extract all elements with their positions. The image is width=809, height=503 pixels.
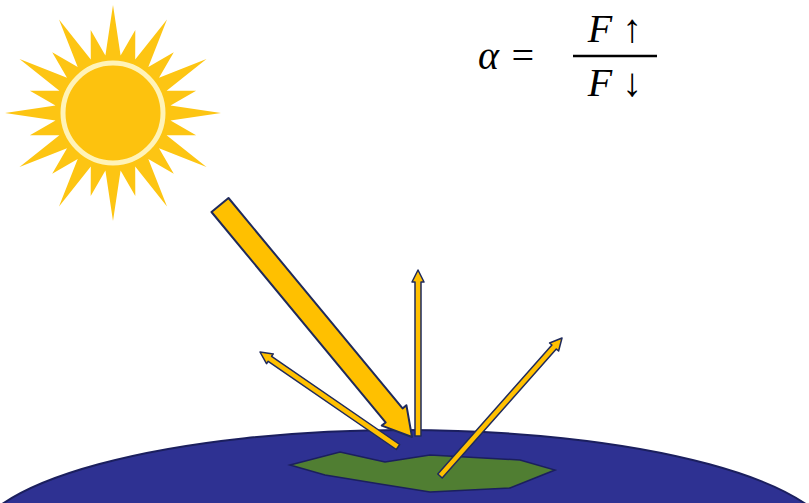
reflected-arrow	[260, 352, 400, 450]
downward-flux: F ↓	[588, 60, 642, 106]
fraction-bar	[573, 55, 657, 58]
albedo-symbol: α =	[478, 33, 536, 79]
land-mass	[290, 452, 555, 492]
upward-flux: F ↑	[588, 6, 642, 52]
reflected-arrow	[438, 338, 562, 478]
reflected-arrow	[412, 270, 424, 436]
sun-disk	[63, 63, 163, 163]
sun-rays	[5, 5, 221, 221]
incoming-radiation-arrow	[212, 198, 413, 437]
earth-surface	[0, 430, 809, 503]
